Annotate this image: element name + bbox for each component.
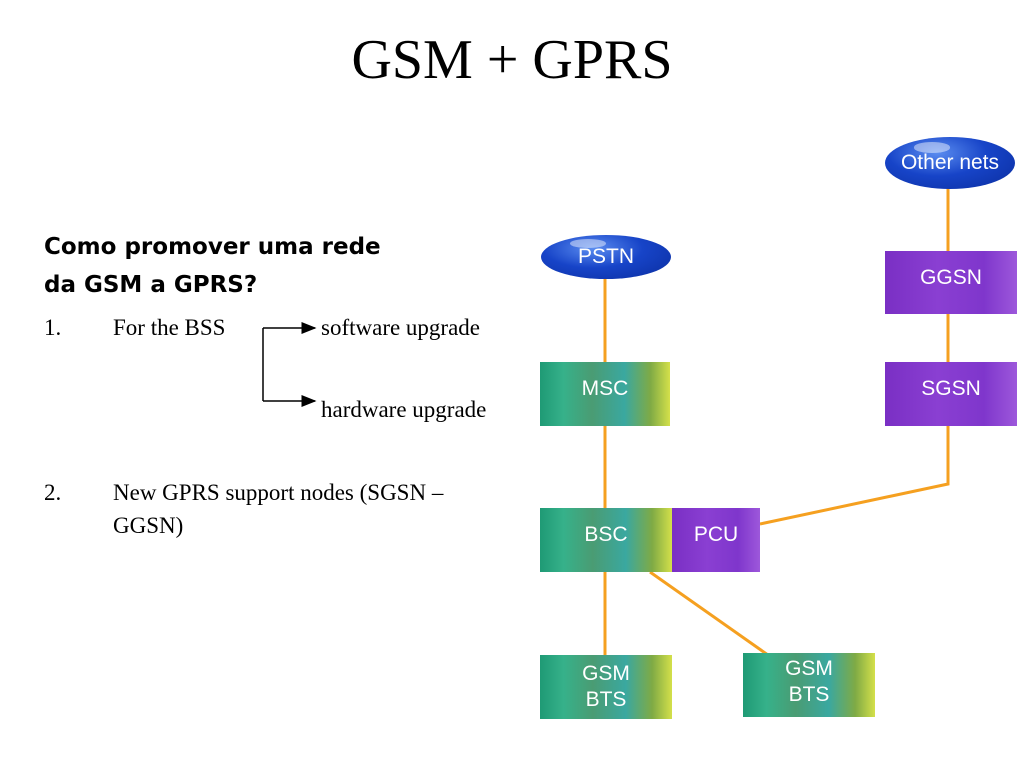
msc-label: MSC [581,377,629,400]
ggsn-label: GGSN [920,266,982,289]
bsc-label: BSC [584,523,628,546]
gsm-bts-node-1: GSM BTS [540,655,672,719]
page-title: GSM + GPRS [351,29,673,91]
link-bsc-bts2 [649,570,769,657]
pstn-label: PSTN [577,245,634,268]
item-2-line-1: New GPRS support nodes (SGSN – [113,480,444,505]
item-2-number: 2. [44,480,62,505]
other-nets-label: Other nets [900,151,1000,174]
branch-hardware-upgrade: hardware upgrade [321,397,487,422]
ggsn-node: GGSN [885,251,1017,314]
sgsn-node: SGSN [885,362,1017,426]
gsm-bts-1-line-1: GSM [582,662,630,685]
bracket-arrows [262,322,317,407]
pcu-label: PCU [693,523,739,546]
link-sgsn-pcu [759,426,950,526]
item-1-number: 1. [44,315,62,340]
other-nets-cloud: Other nets [885,137,1015,189]
gsm-bts-2-line-1: GSM [785,657,833,680]
msc-node: MSC [540,362,670,426]
bsc-node: BSC [540,508,672,572]
question-line-2: da GSM a GPRS? [44,272,258,298]
gsm-bts-2-line-2: BTS [788,683,830,706]
gsm-bts-node-2: GSM BTS [743,653,875,717]
question-text: Como promover uma rede da GSM a GPRS? [44,228,381,304]
branch-software-upgrade: software upgrade [321,315,481,340]
question-line-1: Como promover uma rede [44,234,381,260]
pstn-cloud: PSTN [541,235,671,279]
item-2-line-2: GGSN) [113,513,184,538]
pcu-node: PCU [672,508,760,572]
network-links [603,186,950,657]
item-1-text: For the BSS [113,315,226,340]
gsm-bts-1-line-2: BTS [585,688,627,711]
sgsn-label: SGSN [921,377,981,400]
